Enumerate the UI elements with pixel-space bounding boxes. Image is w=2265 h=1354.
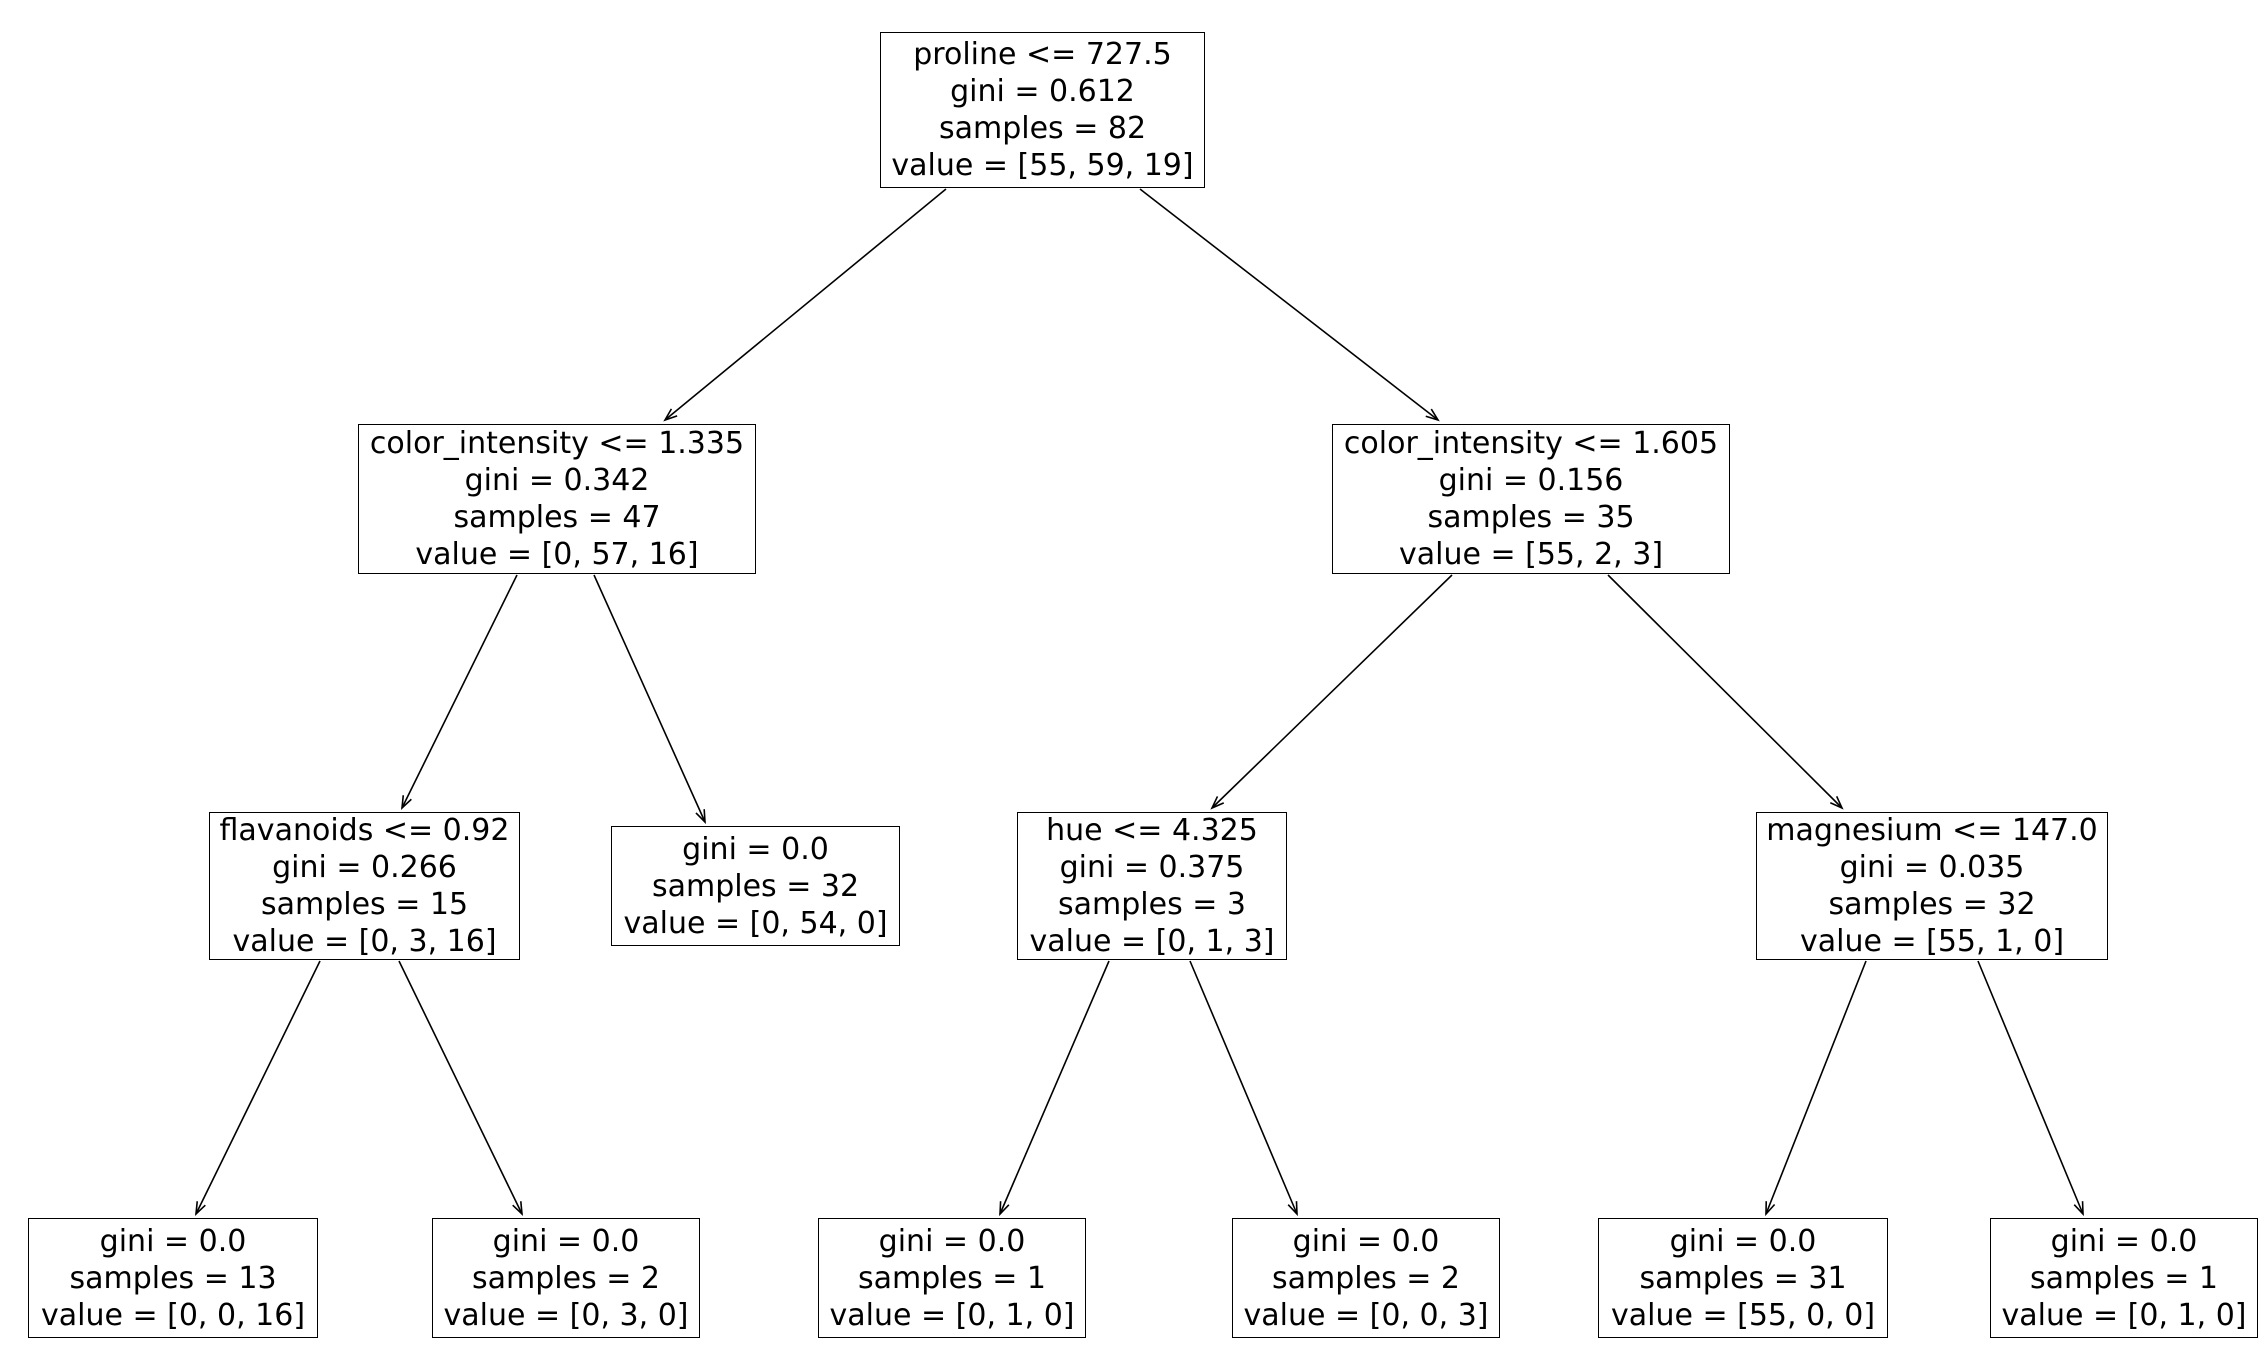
node-samples: samples = 32 (1828, 887, 2036, 922)
node-value: value = [0, 1, 0] (2001, 1297, 2247, 1333)
node-value: value = [0, 57, 16] (415, 537, 699, 572)
node-samples: samples = 82 (938, 111, 1147, 146)
node-value: value = [0, 0, 3] (1243, 1297, 1489, 1333)
node-samples: samples = 31 (1639, 1260, 1847, 1296)
node-condition: proline <= 727.5 (913, 37, 1172, 72)
tree-edge-n1-to-n4 (593, 574, 706, 825)
node-samples: samples = 32 (651, 868, 860, 904)
tree-edge-n3-to-n8 (398, 960, 523, 1217)
node-value: value = [0, 0, 16] (40, 1297, 306, 1333)
node-value: value = [55, 1, 0] (1799, 924, 2065, 959)
node-gini: gini = 0.035 (1839, 850, 2025, 885)
node-value: value = [0, 1, 3] (1029, 924, 1275, 959)
node-gini: gini = 0.342 (464, 463, 650, 498)
node-condition: color_intensity <= 1.605 (1343, 426, 1719, 461)
node-condition: flavanoids <= 0.92 (219, 813, 510, 848)
node-condition: hue <= 4.325 (1046, 813, 1258, 848)
node-gini: gini = 0.0 (682, 831, 829, 867)
node-value: value = [0, 3, 0] (443, 1297, 689, 1333)
node-samples: samples = 15 (260, 887, 469, 922)
node-value: value = [0, 1, 0] (829, 1297, 1075, 1333)
node-value: value = [0, 3, 16] (232, 924, 497, 959)
node-gini: gini = 0.0 (878, 1223, 1026, 1259)
tree-edge-n5-to-n9 (999, 960, 1110, 1217)
tree-edge-n0-to-n2 (1139, 188, 1440, 422)
node-gini: gini = 0.0 (1292, 1223, 1440, 1259)
node-value: value = [55, 59, 19] (891, 148, 1194, 183)
node-value: value = [55, 0, 0] (1610, 1297, 1876, 1333)
node-gini: gini = 0.612 (950, 74, 1135, 109)
tree-edge-n6-to-n11 (1765, 960, 1867, 1217)
node-gini: gini = 0.0 (1669, 1223, 1817, 1259)
node-value: value = [55, 2, 3] (1398, 537, 1664, 572)
tree-edge-n0-to-n1 (663, 188, 947, 422)
node-gini: gini = 0.266 (272, 850, 457, 885)
node-gini: gini = 0.375 (1059, 850, 1245, 885)
node-samples: samples = 1 (858, 1260, 1046, 1296)
node-samples: samples = 2 (1272, 1260, 1460, 1296)
tree-edge-n3-to-n7 (194, 960, 321, 1217)
node-samples: samples = 1 (2030, 1260, 2218, 1296)
node-samples: samples = 3 (1058, 887, 1246, 922)
node-samples: samples = 47 (453, 500, 661, 535)
node-condition: color_intensity <= 1.335 (369, 426, 745, 461)
node-samples: samples = 2 (472, 1260, 660, 1296)
tree-edge-n1-to-n3 (400, 574, 518, 811)
node-gini: gini = 0.156 (1438, 463, 1624, 498)
node-samples: samples = 35 (1427, 500, 1635, 535)
node-condition: magnesium <= 147.0 (1766, 813, 2098, 848)
tree-edge-n6-to-n12 (1977, 960, 2084, 1217)
tree-edge-n2-to-n6 (1607, 574, 1844, 810)
node-value: value = [0, 54, 0] (623, 905, 888, 941)
node-gini: gini = 0.0 (492, 1223, 640, 1259)
node-samples: samples = 13 (69, 1260, 277, 1296)
tree-edge-n5-to-n10 (1189, 960, 1298, 1217)
node-gini: gini = 0.0 (2050, 1223, 2198, 1259)
tree-edge-n2-to-n5 (1210, 574, 1453, 810)
node-gini: gini = 0.0 (99, 1223, 247, 1259)
